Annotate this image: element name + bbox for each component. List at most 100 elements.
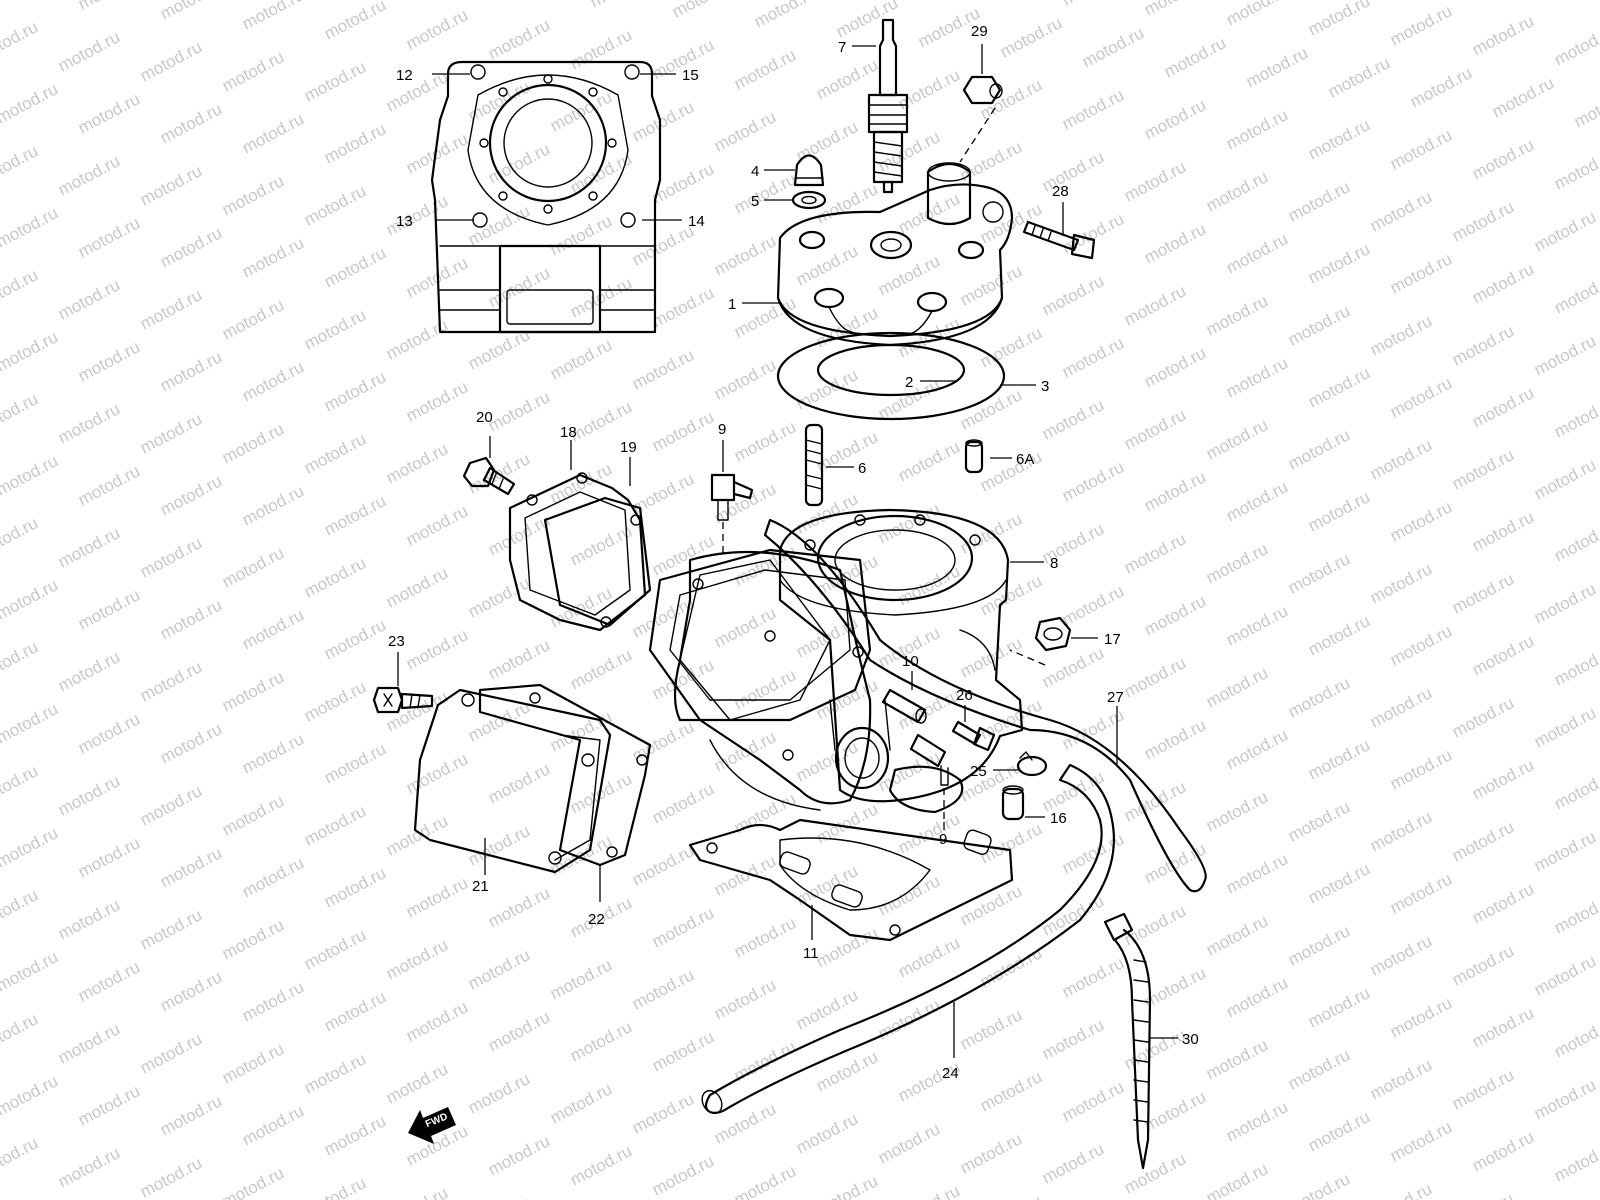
watermark-text: motod.ru — [997, 13, 1065, 61]
watermark-text: motod.ru — [1387, 249, 1455, 297]
watermark-text: motod.ru — [1203, 291, 1271, 339]
watermark-text: motod.ru — [1387, 497, 1455, 545]
head-gasket — [776, 331, 1006, 421]
watermark-text: motod.ru — [711, 107, 779, 155]
watermark-text: motod.ru — [1367, 683, 1435, 731]
watermark-text: motod.ru — [301, 181, 369, 229]
callout-8: 8 — [1050, 555, 1058, 572]
watermark-text: motod.ru — [485, 511, 553, 559]
watermark-text: motod.ru — [1203, 167, 1271, 215]
watermark-text: motod.ru — [711, 355, 779, 403]
watermark-text: motod.ru — [55, 647, 123, 695]
callout-12: 12 — [396, 67, 413, 84]
watermark-text: motod.ru — [157, 471, 225, 519]
watermark-text: motod.ru — [1387, 1117, 1455, 1165]
watermark-text: motod.ru — [1121, 529, 1189, 577]
watermark-text: motod.ru — [1551, 517, 1600, 565]
watermark-text: motod.ru — [1305, 239, 1373, 287]
watermark-text: motod.ru — [1387, 1, 1455, 49]
watermark-text: motod.ru — [55, 1143, 123, 1191]
watermark-text: motod.ru — [485, 387, 553, 435]
watermark-text: motod.ru — [793, 737, 861, 785]
watermark-text: motod.ru — [0, 1133, 41, 1181]
cylinder-head — [776, 162, 1014, 347]
watermark-text: motod.ru — [875, 995, 943, 1043]
watermark-text: motod.ru — [1305, 735, 1373, 783]
watermark-text: motod.ru — [137, 905, 205, 953]
watermark-text: motod.ru — [301, 677, 369, 725]
watermark-text: motod.ru — [1531, 331, 1599, 379]
drain-hose — [701, 763, 1116, 1115]
watermark-text: motod.ru — [629, 717, 697, 765]
watermark-text: motod.ru — [239, 1101, 307, 1149]
watermark-text: motod.ru — [465, 821, 533, 869]
watermark-text: motod.ru — [0, 265, 41, 313]
watermark-text: motod.ru — [403, 749, 471, 797]
watermark-text: motod.ru — [567, 645, 635, 693]
watermark-text: motod.ru — [813, 923, 881, 971]
watermark-text: motod.ru — [219, 543, 287, 591]
watermark-text: motod.ru — [137, 37, 205, 85]
watermark-text: motod.ru — [1141, 95, 1209, 143]
watermark-text: motod.ru — [1531, 703, 1599, 751]
watermark-text: motod.ru — [567, 1017, 635, 1065]
watermark-text: motod.ru — [547, 955, 615, 1003]
watermark-text: motod.ru — [485, 883, 553, 931]
watermark-text: motod.ru — [1039, 271, 1107, 319]
callout-30: 30 — [1182, 1031, 1199, 1048]
callout-5: 5 — [751, 193, 759, 210]
watermark-text: motod.ru — [137, 1153, 205, 1200]
watermark-text: motod.ru — [137, 161, 205, 209]
watermark-text: motod.ru — [813, 427, 881, 475]
watermark-text: motod.ru — [485, 759, 553, 807]
callout-10: 10 — [902, 653, 919, 670]
watermark-text: motod.ru — [383, 563, 451, 611]
watermark-text: motod.ru — [731, 169, 799, 217]
watermark-text: motod.ru — [1059, 0, 1127, 10]
watermark-text: motod.ru — [1203, 415, 1271, 463]
watermark-text: motod.ru — [1223, 973, 1291, 1021]
base-gasket — [688, 818, 1014, 942]
watermark-text: motod.ru — [1203, 1159, 1271, 1200]
watermark-text: motod.ru — [137, 781, 205, 829]
watermark-text: motod.ru — [711, 975, 779, 1023]
callout-26: 26 — [956, 687, 973, 704]
watermark-text: motod.ru — [1059, 953, 1127, 1001]
watermark-text: motod.ru — [239, 109, 307, 157]
watermark-text: motod.ru — [0, 203, 61, 251]
watermark-text: motod.ru — [547, 1079, 615, 1127]
watermark-text: motod.ru — [649, 903, 717, 951]
watermark-text: motod.ru — [1449, 693, 1517, 741]
watermark-text: motod.ru — [383, 191, 451, 239]
spacer — [1001, 785, 1025, 821]
watermark-text: motod.ru — [1141, 343, 1209, 391]
watermark-text: motod.ru — [1141, 715, 1209, 763]
watermark-text: motod.ru — [219, 1163, 287, 1200]
watermark-text: motod.ru — [465, 945, 533, 993]
watermark-text: motod.ru — [1305, 0, 1373, 40]
watermark-text: motod.ru — [1141, 467, 1209, 515]
watermark-text: motod.ru — [403, 625, 471, 673]
watermark-text: motod.ru — [1141, 591, 1209, 639]
watermark-text: motod.ru — [301, 801, 369, 849]
watermark-text: motod.ru — [383, 1183, 451, 1200]
watermark-text: motod.ru — [0, 947, 61, 995]
watermark-text: motod.ru — [75, 0, 143, 14]
watermark-text: motod.ru — [383, 315, 451, 363]
watermark-text: motod.ru — [1223, 105, 1291, 153]
watermark-text: motod.ru — [629, 1089, 697, 1137]
watermark-text: motod.ru — [1449, 321, 1517, 369]
watermark-text: motod.ru — [1285, 797, 1353, 845]
reed-gasket — [508, 472, 652, 632]
watermark-text: motod.ru — [485, 1131, 553, 1179]
watermark-text: motod.ru — [567, 769, 635, 817]
watermark-text: motod.ru — [1305, 1107, 1373, 1155]
watermark-text: motod.ru — [321, 119, 389, 167]
watermark-text: motod.ru — [75, 957, 143, 1005]
watermark-text: motod.ru — [1449, 1065, 1517, 1113]
watermark-text: motod.ru — [1223, 477, 1291, 525]
watermark-text: motod.ru — [731, 1161, 799, 1200]
watermark-text: motod.ru — [157, 0, 225, 24]
watermark-text: motod.ru — [1121, 281, 1189, 329]
watermark-text: motod.ru — [219, 419, 287, 467]
